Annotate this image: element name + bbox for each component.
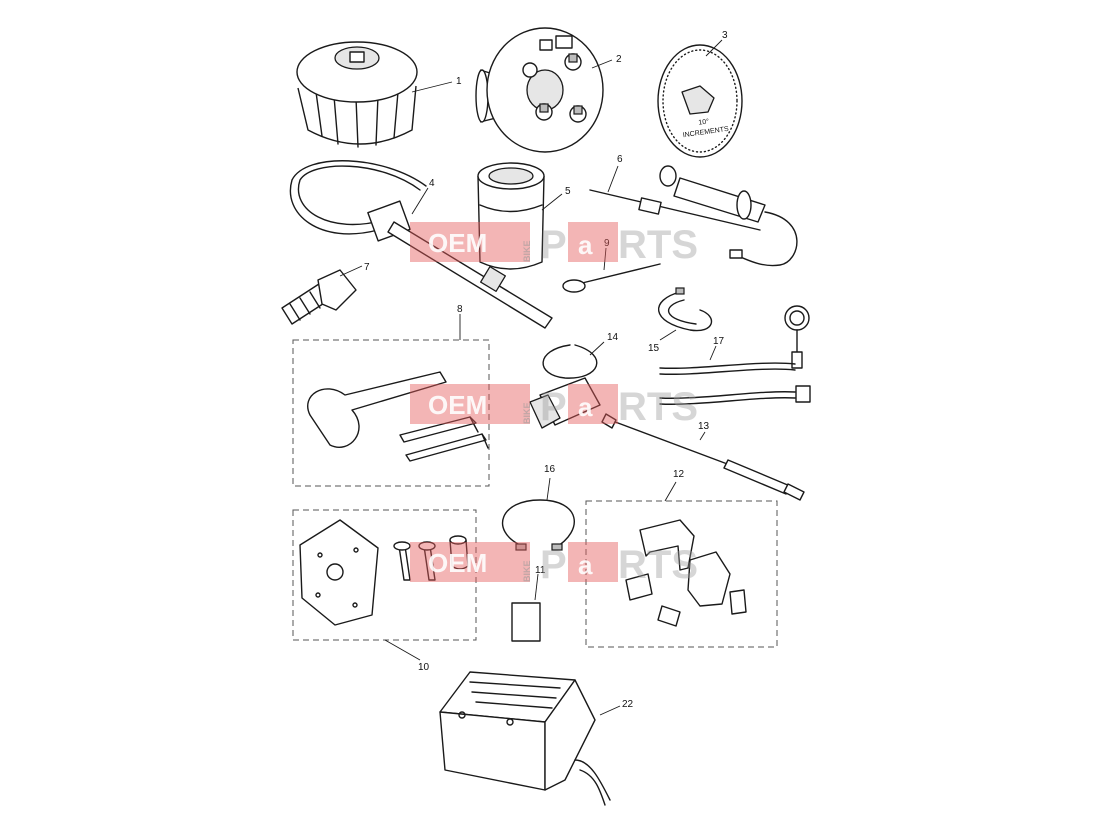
callout-5: 5 <box>565 186 571 197</box>
callout-17: 17 <box>713 336 725 347</box>
part-13-probe <box>601 413 805 501</box>
watermark-2: OEM BIKE P a RTS <box>410 384 698 429</box>
callout-3: 3 <box>722 30 728 41</box>
watermark-2-p: P <box>540 385 567 429</box>
watermark-2-rts: RTS <box>618 385 698 429</box>
callout-1: 1 <box>456 76 462 87</box>
callout-15: 15 <box>648 343 660 354</box>
part-17-pressure-gauge <box>659 305 811 405</box>
part-2-puller-plate <box>475 27 604 153</box>
watermark-3-a: a <box>578 550 593 580</box>
part-7-bolt <box>281 269 357 325</box>
part-8-spanner-kit <box>307 371 489 462</box>
watermark-3: OEM BIKE P a RTS <box>410 542 698 587</box>
part-9-probe <box>562 263 661 293</box>
part-3-degree-wheel: 10° INCREMENTS <box>657 44 743 158</box>
callout-11: 11 <box>535 565 546 576</box>
degree-wheel-label-top: 10° <box>698 117 710 126</box>
part-6-slide-hammer <box>589 165 798 267</box>
watermark-3-rts: RTS <box>618 543 698 587</box>
group-8-box <box>292 339 490 487</box>
part-16-cable-loop <box>501 499 575 551</box>
part-14-diagnostic-connector <box>529 344 601 429</box>
watermark-2-oem: OEM <box>428 390 487 420</box>
watermark-3-bike: BIKE <box>522 560 532 582</box>
part-1-oil-filter-wrench <box>296 41 418 148</box>
callout-22: 22 <box>622 699 634 710</box>
part-10-bracket-kit <box>299 519 469 626</box>
watermark-3-p: P <box>540 543 567 587</box>
callout-8: 8 <box>457 304 463 315</box>
part-5-sleeve <box>477 162 545 270</box>
callout-6: 6 <box>617 154 623 165</box>
part-11-label-card <box>511 602 541 642</box>
watermark-2-a: a <box>578 392 593 422</box>
watermark-1-bike: BIKE <box>522 240 532 262</box>
watermark-2-bike: BIKE <box>522 402 532 424</box>
callout-10: 10 <box>418 662 430 673</box>
callout-16: 16 <box>544 464 556 475</box>
part-15-cable <box>658 287 713 332</box>
callout-2: 2 <box>616 54 622 65</box>
part-4-strap-wrench <box>289 160 553 329</box>
callout-9: 9 <box>604 238 610 249</box>
callout-13: 13 <box>698 421 710 432</box>
callout-12: 12 <box>673 469 685 480</box>
callout-4: 4 <box>429 178 435 189</box>
group-12-box <box>585 500 778 648</box>
watermark-1: OEM BIKE P a RTS <box>410 222 698 267</box>
part-22-battery-charger <box>439 671 611 806</box>
watermark-1-oem: OEM <box>428 228 487 258</box>
watermark-1-p: P <box>540 223 567 267</box>
watermark-1-a: a <box>578 230 593 260</box>
callout-14: 14 <box>607 332 619 343</box>
watermark-1-rts: RTS <box>618 223 698 267</box>
callout-numbers: 1 2 3 4 5 6 7 8 9 10 11 12 13 14 15 16 1… <box>364 30 728 710</box>
group-10-box <box>292 509 477 641</box>
leader-lines <box>339 39 723 716</box>
part-12-locking-tool-set <box>625 519 747 627</box>
callout-7: 7 <box>364 262 370 273</box>
watermark-3-oem: OEM <box>428 548 487 578</box>
